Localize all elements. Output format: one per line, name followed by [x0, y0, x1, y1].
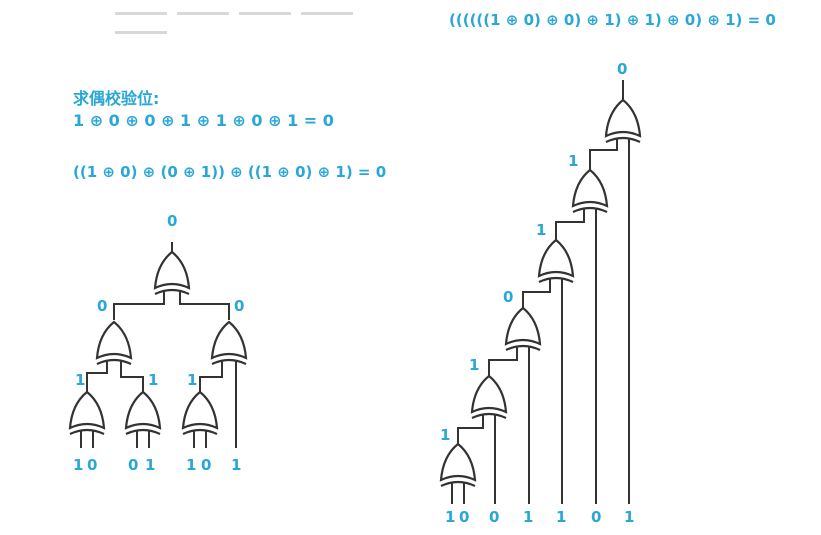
chain-input-label: 1 — [556, 508, 566, 526]
chain-stage-output: 0 — [503, 288, 513, 306]
xor-gate-icon — [68, 390, 106, 436]
chain-stage-output: 1 — [568, 152, 578, 170]
xor-gate-icon — [604, 98, 642, 144]
chain-input-label: 1 — [523, 508, 533, 526]
tree-input-label: 1 — [145, 456, 155, 474]
parity-chain-formula: 1 ⊕ 0 ⊕ 0 ⊕ 1 ⊕ 1 ⊕ 0 ⊕ 1 = 0 — [73, 111, 334, 130]
tree-input-label: 1 — [231, 456, 241, 474]
chain-input-label: 1 — [624, 508, 634, 526]
xor-gate-icon — [153, 250, 191, 296]
tree-input-label: 0 — [128, 456, 138, 474]
tree-leaf-output: 1 — [148, 371, 158, 389]
xor-gate-icon — [571, 168, 609, 214]
chain-stage-output: 1 — [469, 356, 479, 374]
chain-xor-formula-top: ((((((1 ⊕ 0) ⊕ 0) ⊕ 1) ⊕ 1) ⊕ 0) ⊕ 1) = … — [449, 11, 776, 29]
chain-input-label: 0 — [591, 508, 601, 526]
xor-gate-icon — [470, 374, 508, 420]
xor-gate-icon — [181, 390, 219, 436]
xor-gate-icon — [124, 390, 162, 436]
tree-leaf-output: 1 — [187, 371, 197, 389]
chain-stage-output: 1 — [440, 426, 450, 444]
chain-input-label: 0 — [489, 508, 499, 526]
xor-gate-icon — [210, 320, 248, 366]
tree-mid-right-output: 0 — [234, 297, 244, 315]
tree-input-label: 0 — [201, 456, 211, 474]
tree-diagram: 0 0 0 1 1 1 1 0 0 1 1 0 1 — [68, 212, 248, 474]
parity-tree-formula: ((1 ⊕ 0) ⊕ (0 ⊕ 1)) ⊕ ((1 ⊕ 0) ⊕ 1) = 0 — [73, 163, 387, 181]
tree-input-label: 1 — [186, 456, 196, 474]
xor-gate-icon — [537, 238, 575, 284]
chain-input-label: 1 — [445, 508, 455, 526]
xor-gate-icon — [95, 320, 133, 366]
xor-gate-icon — [439, 442, 477, 488]
chain-input-label: 0 — [459, 508, 469, 526]
tree-root-output: 0 — [167, 212, 177, 230]
tree-input-label: 1 — [73, 456, 83, 474]
top-cropped-bars — [115, 0, 415, 34]
tree-leaf-output: 1 — [75, 371, 85, 389]
xor-gate-icon — [504, 306, 542, 352]
chain-stage-output: 1 — [536, 221, 546, 239]
parity-title: 求偶校验位: — [73, 89, 160, 108]
tree-mid-left-output: 0 — [97, 297, 107, 315]
chain-diagram: 0 1 1 0 1 1 1 0 0 1 1 0 1 — [439, 60, 642, 526]
chain-final-output: 0 — [617, 60, 627, 78]
tree-input-label: 0 — [87, 456, 97, 474]
